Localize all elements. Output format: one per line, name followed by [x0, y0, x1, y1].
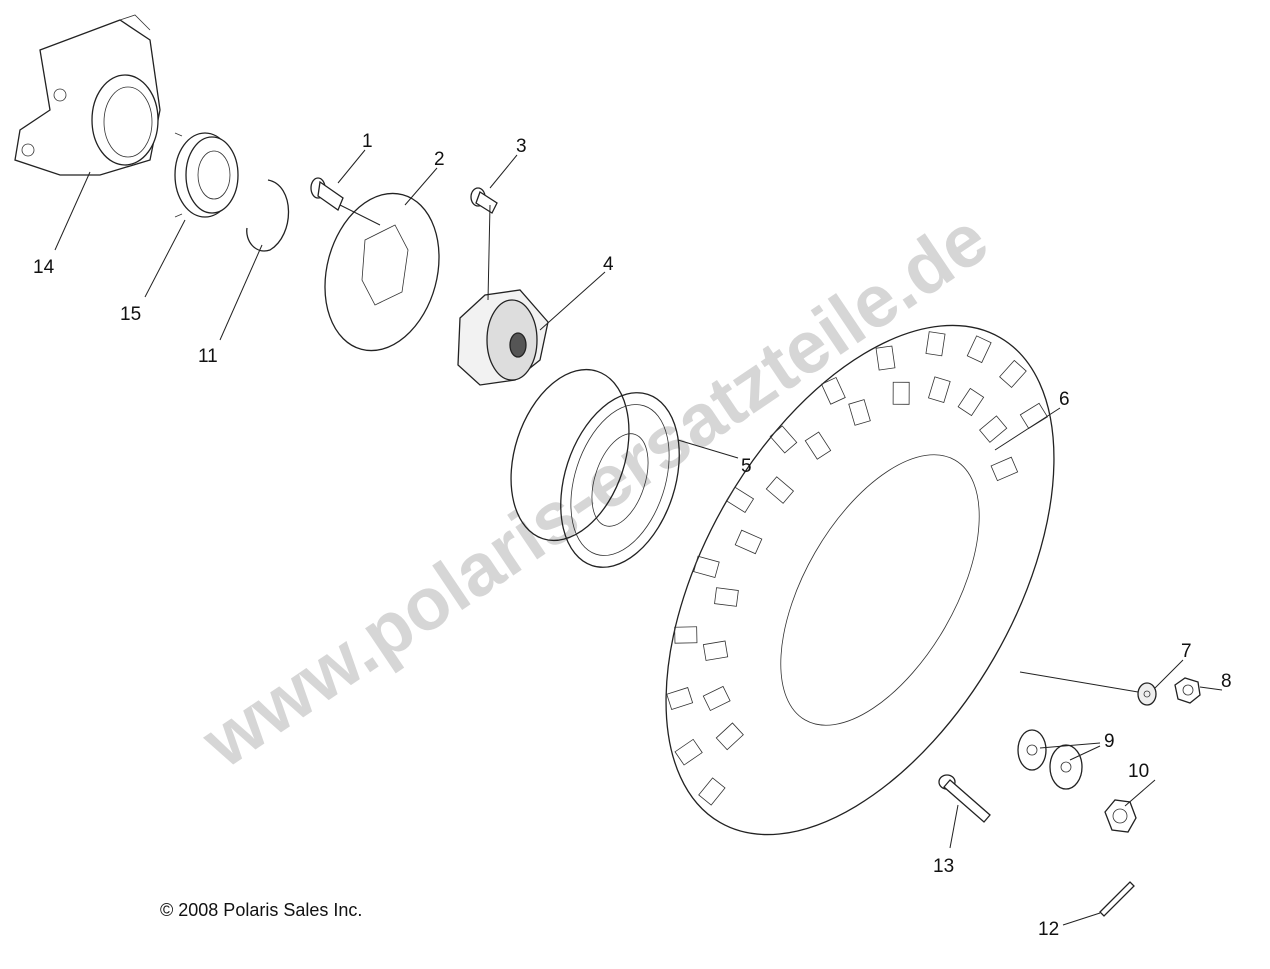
tread-block [990, 456, 1019, 482]
part-tire [665, 324, 1055, 836]
part-snap-ring [246, 179, 290, 252]
callout-2: 2 [434, 149, 445, 170]
part-steering-knuckle [14, 14, 161, 176]
tread-block [769, 425, 798, 454]
tread-block [698, 777, 726, 806]
callout-13: 13 [933, 856, 954, 877]
tread-block [674, 626, 698, 644]
tread-block [820, 376, 846, 405]
part-washer-7 [1137, 682, 1157, 706]
callout-7: 7 [1181, 641, 1192, 662]
part-brake-disc [324, 192, 440, 352]
tread-block [693, 555, 720, 578]
callout-14: 14 [33, 257, 55, 278]
tread-block [957, 387, 985, 417]
part-cotter-pin [1099, 881, 1135, 917]
tread-block [925, 331, 946, 357]
watermark: www.polaris-ersatzteile.de [187, 196, 1002, 784]
copyright-notice: © 2008 Polaris Sales Inc. [160, 900, 362, 920]
callout-12: 12 [1038, 919, 1059, 940]
tread-block [848, 399, 871, 426]
callout-6: 6 [1059, 389, 1070, 410]
part-nut-8 [1174, 677, 1201, 704]
callout-4: 4 [603, 254, 614, 275]
callout-5: 5 [741, 456, 752, 477]
tread-block [702, 640, 729, 661]
tread-block [725, 486, 755, 513]
tread-block [892, 381, 910, 405]
part-wheel-bearing [174, 132, 239, 218]
tread-block [666, 687, 694, 711]
tread-block [804, 431, 832, 460]
part-wheel-rim [510, 368, 680, 568]
tread-block [702, 685, 731, 712]
tread-block [927, 376, 951, 404]
part-castle-nut [1104, 799, 1137, 833]
callout-3: 3 [516, 136, 527, 157]
part-wheel-hub [457, 289, 549, 386]
callout-8: 8 [1221, 671, 1232, 692]
callout-9: 9 [1104, 731, 1115, 752]
tread-block [714, 587, 739, 607]
tread-block [979, 415, 1008, 443]
part-washers-9 [1017, 729, 1083, 790]
tread-block [734, 529, 763, 555]
part-bolt-1 [310, 177, 344, 211]
tread-block [715, 722, 744, 751]
tread-block [999, 359, 1027, 389]
part-bolt-3 [470, 187, 498, 214]
callout-15: 15 [120, 304, 141, 325]
tread-block [966, 335, 992, 364]
tread-block [674, 738, 703, 766]
tread-block [765, 476, 795, 504]
tread-block [875, 345, 896, 371]
callout-1: 1 [362, 131, 373, 152]
callout-11: 11 [198, 346, 218, 367]
callout-10: 10 [1128, 761, 1149, 782]
leader-lines [54, 149, 1223, 926]
part-bolt-13 [938, 774, 991, 823]
